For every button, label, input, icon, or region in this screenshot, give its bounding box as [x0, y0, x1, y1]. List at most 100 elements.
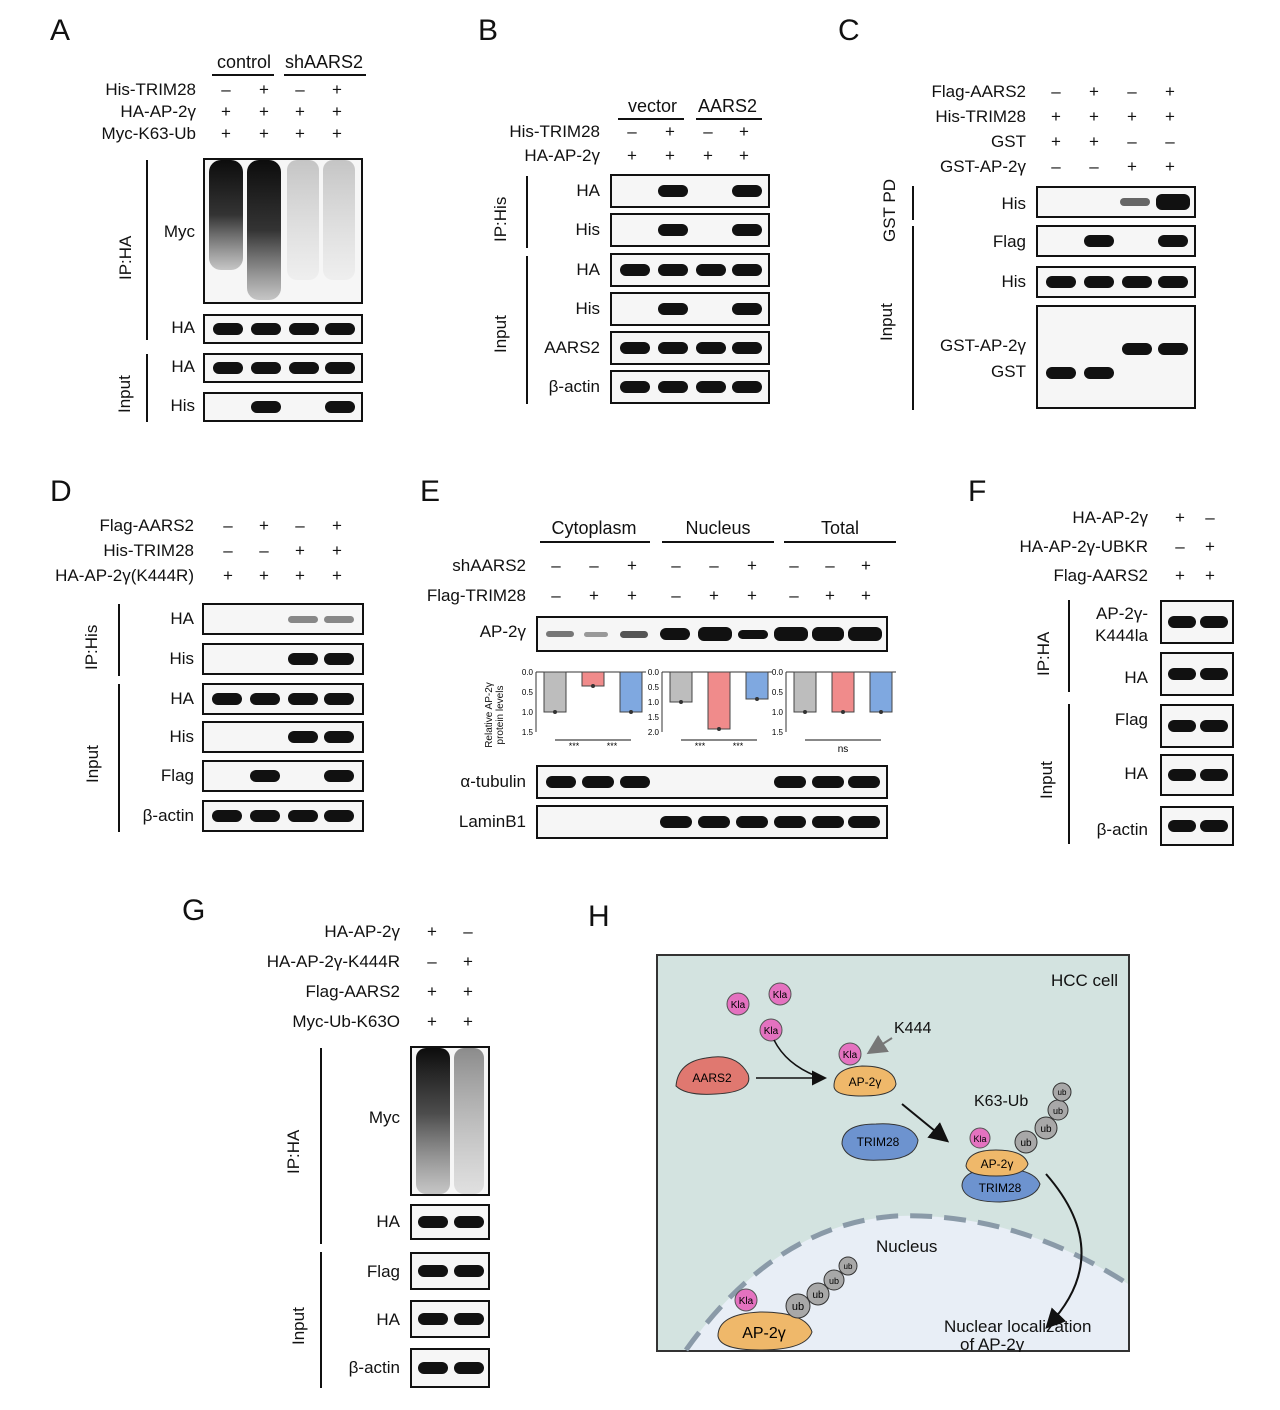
blot-label: AARS2: [544, 338, 600, 357]
blot-c-flag: [1036, 225, 1196, 257]
blot-label: HA: [170, 689, 194, 708]
blot-c-his-pd: [1036, 186, 1196, 218]
treatment-sign: +: [589, 586, 599, 605]
treatment-sign: +: [1089, 132, 1099, 151]
svg-text:Kla: Kla: [731, 1000, 746, 1011]
bar: [869, 671, 893, 713]
blot-band: [620, 342, 650, 354]
group-label: vector: [627, 96, 678, 116]
blot-myc-smear: [203, 158, 363, 304]
blot-band: [696, 381, 726, 393]
treatment-sign: –: [1127, 82, 1137, 101]
treatment-sign: +: [1205, 566, 1215, 585]
data-point: [553, 710, 557, 714]
treatment-sign: –: [463, 922, 473, 941]
treatment-sign: –: [627, 122, 637, 141]
blot-input-ha: [203, 353, 363, 383]
treatment-label: HA-AP-2γ-UBKR: [1019, 537, 1148, 556]
treatment-sign: +: [665, 146, 675, 165]
treatment-label: GST: [991, 132, 1026, 151]
blot-band: [732, 264, 762, 276]
treatment-sign: –: [1165, 132, 1175, 151]
blot-band: [324, 770, 354, 782]
blot-c-gst: [1036, 305, 1196, 409]
treatment-label: HA-AP-2γ: [120, 102, 196, 121]
bar: [793, 671, 817, 713]
blot-label: GST-AP-2γ: [940, 336, 1026, 355]
kla-free-2: Kla: [768, 982, 792, 1006]
treatment-sign: –: [1175, 537, 1185, 556]
blot-label: β-actin: [1096, 820, 1148, 839]
y-tick-label: 0.5: [772, 688, 784, 697]
blot-band: [658, 342, 688, 354]
treatment-sign: +: [1175, 508, 1185, 527]
treatment-sign: +: [259, 516, 269, 535]
sig-label: ns: [838, 744, 849, 755]
treatment-label: His-TRIM28: [935, 107, 1026, 126]
section-label-ip: IP:HA: [1034, 631, 1053, 676]
blot-label: HA: [171, 318, 195, 337]
treatment-sign: –: [223, 541, 233, 560]
blot-e-laminb1: [536, 805, 888, 839]
blot-label: Flag: [992, 232, 1026, 251]
treatment-sign: –: [1051, 157, 1061, 176]
bar: [543, 671, 567, 713]
panel-letter-b: B: [478, 14, 499, 47]
localization-label-2: of AP-2γ: [960, 1335, 1025, 1352]
blot-band: [620, 381, 650, 393]
blot-band: [212, 693, 242, 705]
blot-band: [732, 185, 762, 197]
y-tick-label: 2.0: [648, 728, 660, 737]
treatment-sign: –: [295, 80, 305, 99]
blot-label: Myc: [163, 222, 195, 241]
treatment-label: GST-AP-2γ: [940, 157, 1026, 176]
data-point: [803, 710, 807, 714]
group-label: Total: [820, 518, 860, 538]
treatment-sign: +: [259, 80, 269, 99]
blot-band: [620, 264, 650, 276]
svg-text:ub: ub: [829, 1276, 839, 1286]
blot-b-4: [610, 331, 770, 365]
localization-label-1: Nuclear localization: [944, 1317, 1091, 1336]
blot-label: HA: [1124, 764, 1148, 783]
blot-band: [288, 653, 318, 665]
treatment-label: His-TRIM28: [103, 541, 194, 560]
treatment-sign: +: [463, 1012, 473, 1031]
treatment-sign: +: [1205, 537, 1215, 556]
treatment-sign: +: [463, 982, 473, 1001]
treatment-sign: +: [221, 124, 231, 143]
blot-e-tubulin: [536, 765, 888, 799]
blot-band: [288, 731, 318, 743]
blot-band: [696, 342, 726, 354]
blot-g-actin: [410, 1348, 490, 1388]
blot-band: [250, 810, 280, 822]
blot-d-3: [202, 721, 364, 753]
blot-label: K444la: [1095, 626, 1148, 645]
panel-letter-d: D: [50, 475, 72, 508]
treatment-label: HA-AP-2γ(K444R): [55, 566, 194, 585]
blot-b-1: [610, 213, 770, 247]
bar: [581, 671, 605, 687]
treatment-sign: –: [551, 586, 561, 605]
treatment-sign: –: [671, 556, 681, 575]
treatment-sign: +: [259, 102, 269, 121]
treatment-sign: +: [1165, 82, 1175, 101]
section-label-gstpd: GST PD: [880, 179, 899, 242]
blot-label: His: [169, 727, 194, 746]
treatment-sign: +: [709, 586, 719, 605]
treatment-sign: +: [295, 102, 305, 121]
section-label-input: Input: [877, 303, 896, 341]
treatment-sign: +: [1165, 157, 1175, 176]
blot-c-his: [1036, 266, 1196, 298]
blot-label: His: [1001, 272, 1026, 291]
blot-label: HA: [1124, 668, 1148, 687]
treatment-sign: +: [825, 586, 835, 605]
ap2g-lactylated: AP-2γ Kla: [833, 1042, 897, 1097]
arrow-binding: [901, 1103, 950, 1143]
section-label-input: Input: [115, 375, 134, 413]
treatment-sign: –: [789, 586, 799, 605]
treatment-sign: +: [747, 586, 757, 605]
section-label-ip: IP:HA: [116, 235, 135, 280]
treatment-sign: +: [627, 146, 637, 165]
y-tick-label: 0.5: [522, 688, 534, 697]
